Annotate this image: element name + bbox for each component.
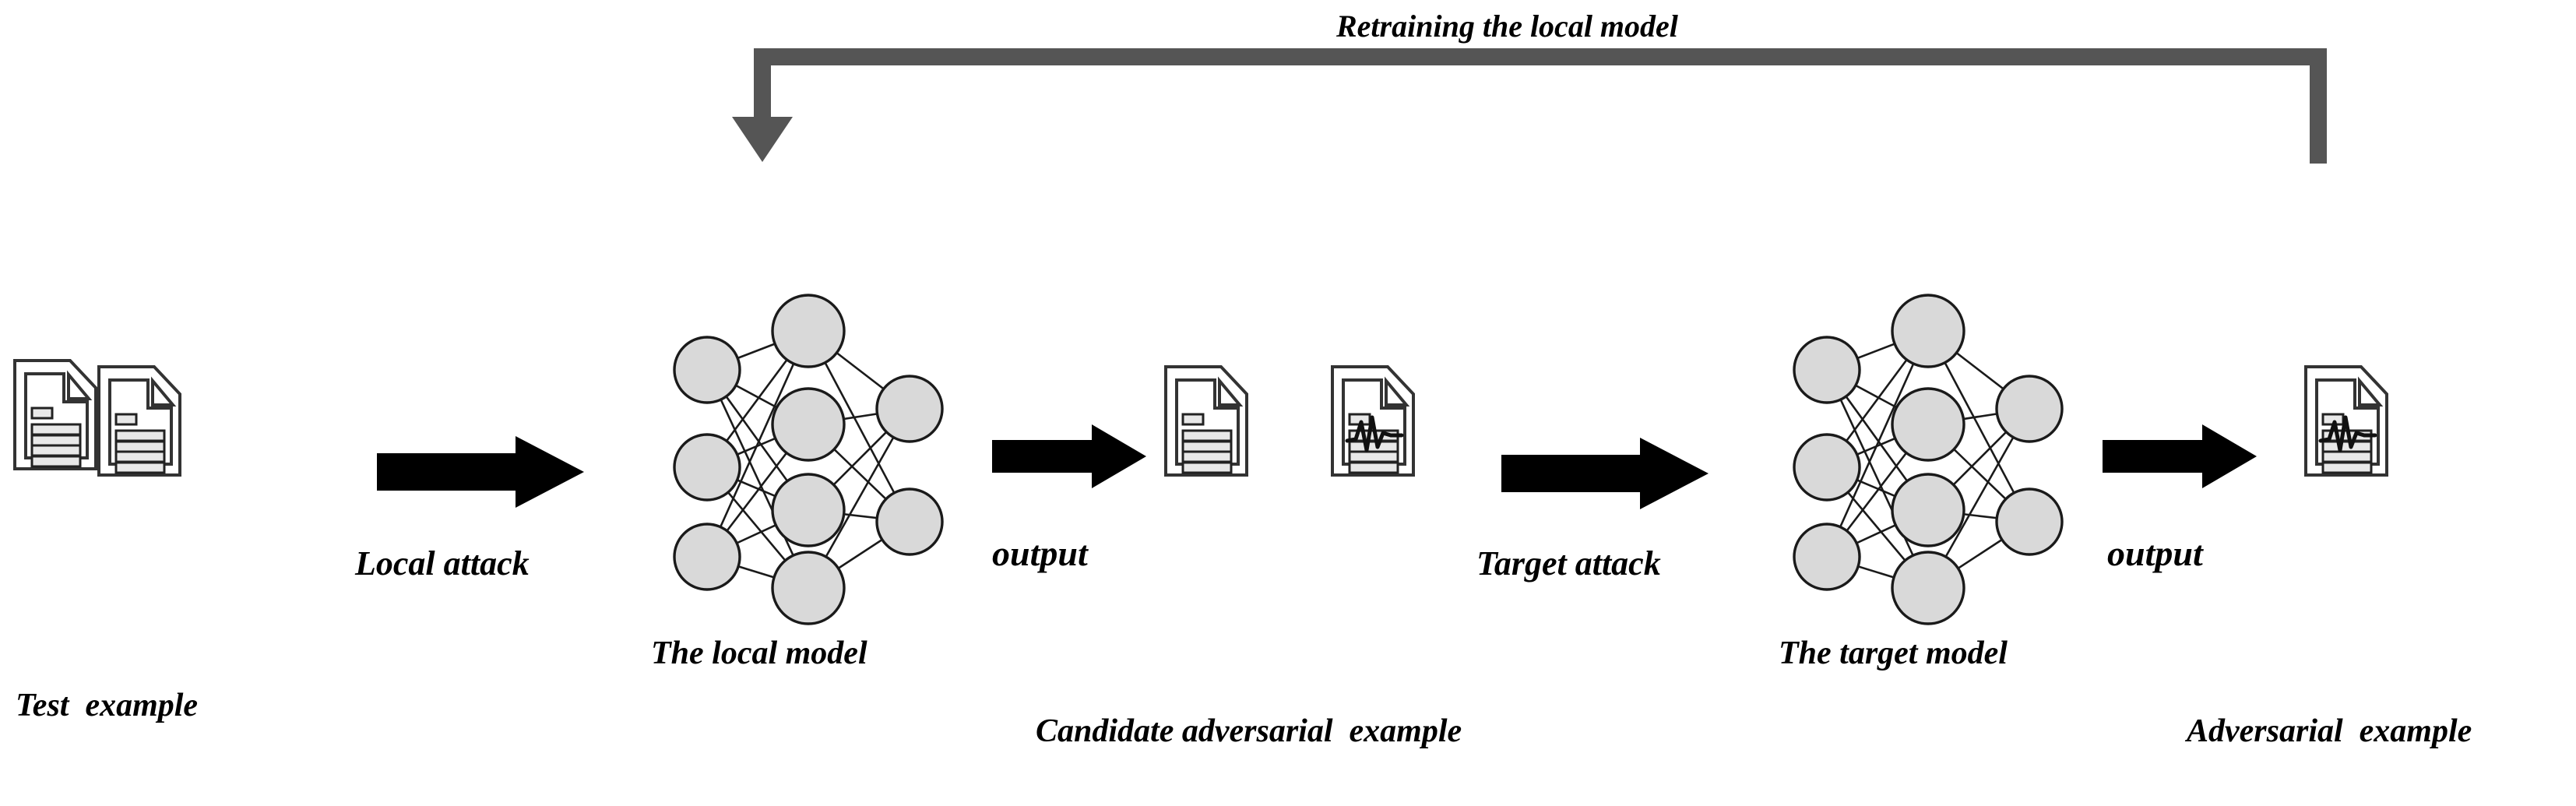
feedback-arrow-icon <box>732 48 2327 164</box>
document-icon <box>97 365 181 477</box>
target-model-caption: The target model <box>1779 635 2008 671</box>
neural-network-icon <box>1793 294 2064 625</box>
local-attack-label: Local attack <box>355 544 530 583</box>
right-arrow-icon <box>2103 424 2257 488</box>
document-waveform-icon <box>1331 365 1415 477</box>
right-arrow-icon <box>992 424 1146 488</box>
right-arrow-icon <box>377 436 584 508</box>
feedback-label: Retraining the local model <box>1336 9 1678 44</box>
output-local-label: output <box>992 533 1088 573</box>
adversarial-example-caption: Adversarial example <box>2187 713 2472 749</box>
test-example-caption: Test example <box>16 688 199 723</box>
candidate-adversarial-example-caption: Candidate adversarial example <box>1036 713 1462 749</box>
neural-network-icon <box>673 294 944 625</box>
local-model-caption: The local model <box>651 635 867 671</box>
target-attack-label: Target attack <box>1476 544 1661 583</box>
document-waveform-icon <box>2304 365 2388 477</box>
document-icon <box>13 359 97 470</box>
output-target-label: output <box>2107 533 2203 573</box>
right-arrow-icon <box>1501 438 1709 509</box>
document-icon <box>1164 365 1248 477</box>
